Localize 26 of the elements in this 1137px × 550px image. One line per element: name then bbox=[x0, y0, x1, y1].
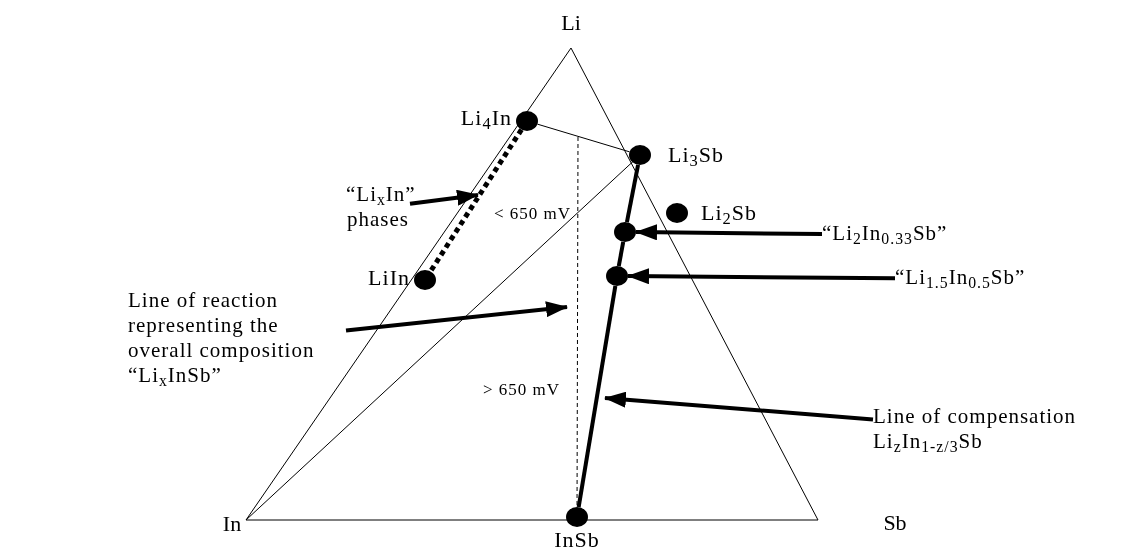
vertex-label: In bbox=[222, 509, 242, 538]
dashed-line bbox=[576, 136, 579, 508]
leader-arrow bbox=[409, 189, 479, 206]
phase-label: InSb bbox=[554, 528, 600, 550]
tie-line bbox=[616, 241, 626, 267]
leader-arrow bbox=[604, 391, 874, 422]
phase-label: Li$_{3}$Sb bbox=[668, 143, 725, 167]
leader-arrow bbox=[345, 301, 568, 333]
voltage-label: > 650 mV bbox=[483, 379, 561, 402]
vertex-label: Sb bbox=[883, 508, 907, 537]
voltage-label: < 650 mV bbox=[494, 203, 572, 226]
phase-label: Li$_{2}$Sb bbox=[701, 201, 758, 225]
tie-line bbox=[576, 285, 618, 508]
callout-text: “Li$_{2}$In$_{0.33}$Sb” bbox=[822, 221, 949, 246]
callout-text: Line of reaction representing the overall composition “Li$_{x}$InSb” bbox=[128, 288, 316, 388]
dashed-line bbox=[428, 128, 524, 273]
callout-text: “Li$_{1.5}$In$_{0.5}$Sb” bbox=[895, 265, 1027, 290]
leader-arrow bbox=[627, 268, 896, 285]
callout-text: Line of compensation bbox=[873, 404, 1078, 429]
phase-label: LiIn bbox=[368, 266, 410, 290]
phase-label: Li$_{4}$In bbox=[460, 106, 512, 130]
leader-arrow bbox=[635, 224, 823, 241]
vertex-label: Li bbox=[561, 8, 581, 37]
tie-line bbox=[536, 123, 631, 153]
callout-text: Li$_{z}$In$_{1-z/3}$Sb bbox=[873, 429, 984, 454]
tie-line bbox=[624, 164, 641, 223]
